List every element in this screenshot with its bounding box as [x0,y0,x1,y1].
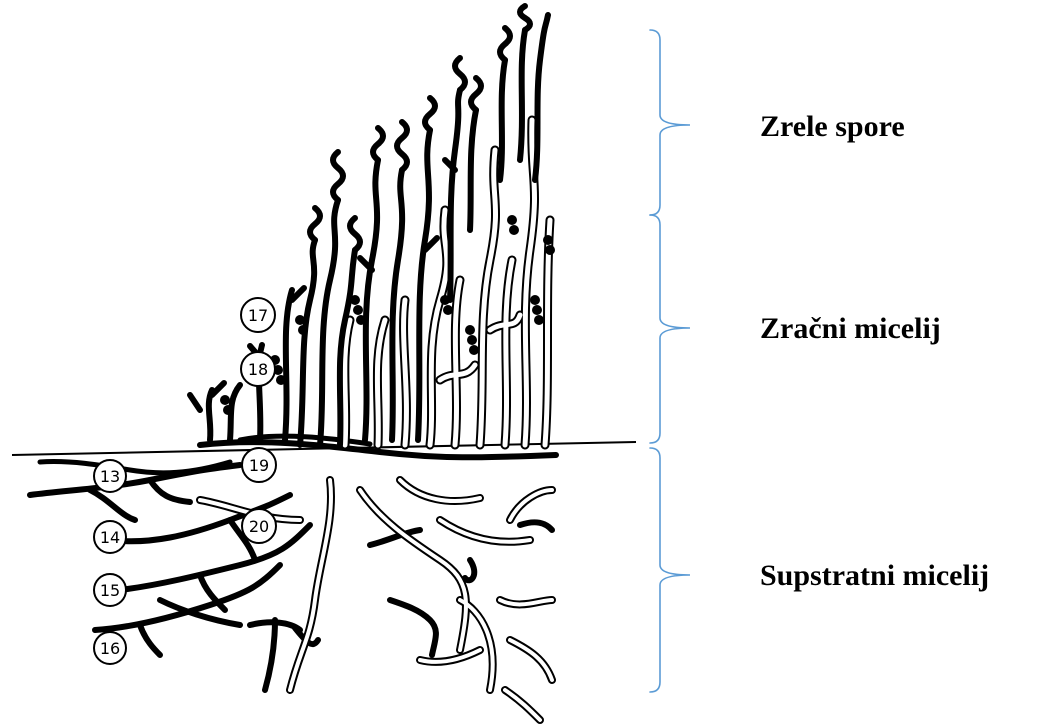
marker-19: 19 [242,448,276,482]
label-aerial-mycelium: Zračni micelij [760,314,941,344]
marker-20: 20 [242,509,276,543]
svg-text:18: 18 [248,360,268,379]
marker-13: 13 [94,460,126,492]
marker-14: 14 [94,521,126,553]
svg-text:20: 20 [249,517,269,536]
marker-16: 16 [94,632,126,664]
brace-substrate-mycelium [650,448,690,692]
marker-15: 15 [94,574,126,606]
svg-text:15: 15 [100,581,120,600]
svg-text:16: 16 [100,639,120,658]
zone-braces [650,30,690,692]
brace-mature-spores [650,30,690,215]
label-substrate-mycelium: Supstratni micelij [760,561,989,591]
brace-aerial-mycelium [650,215,690,443]
svg-text:17: 17 [248,306,268,325]
svg-text:14: 14 [100,528,120,547]
label-mature-spores: Zrele spore [760,112,905,142]
marker-17: 17 [241,298,275,332]
marker-18: 18 [241,352,275,386]
svg-text:19: 19 [249,456,269,475]
svg-text:13: 13 [100,467,120,486]
